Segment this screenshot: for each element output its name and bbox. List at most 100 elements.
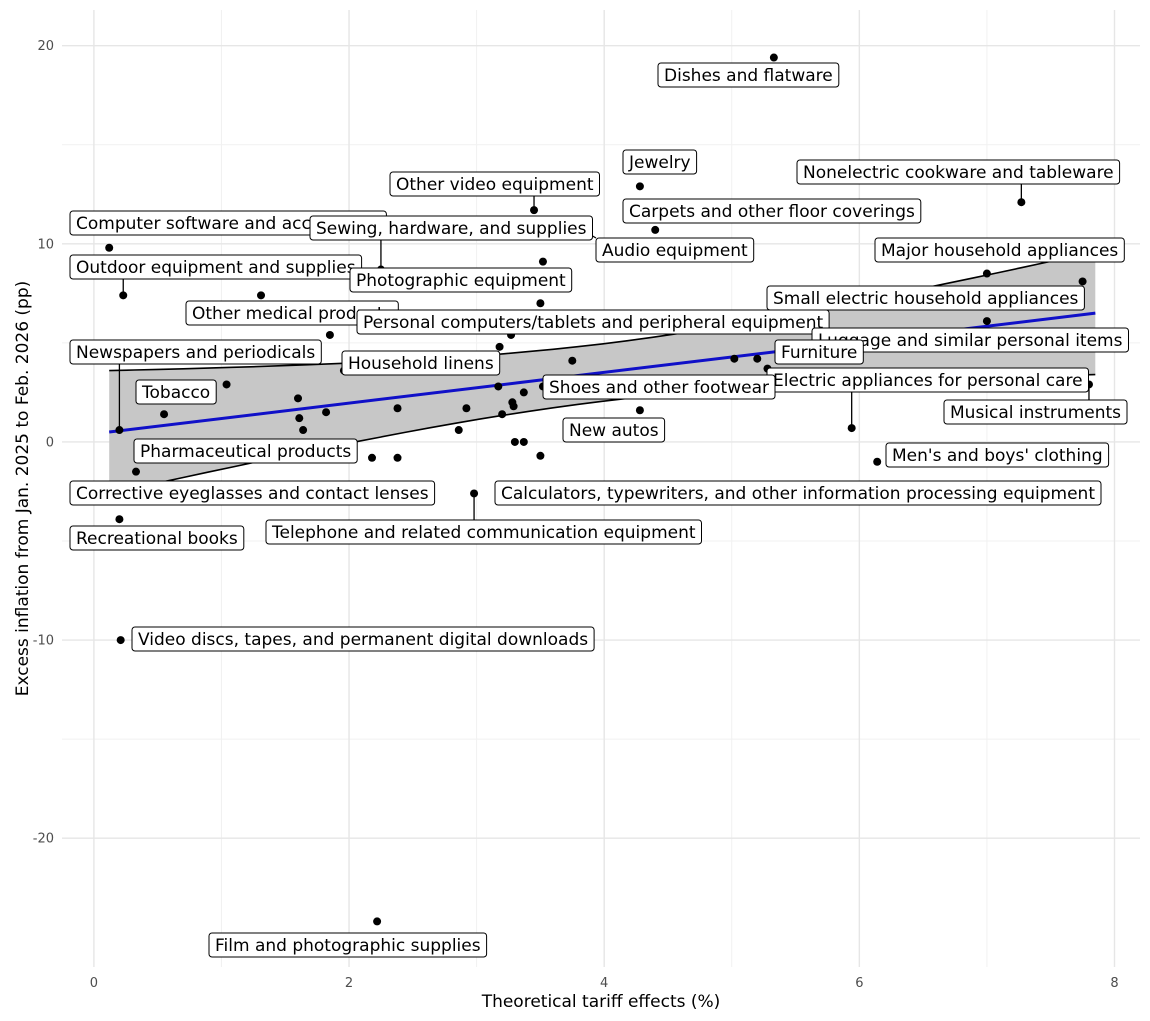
label-text: Sewing, hardware, and supplies <box>316 219 587 239</box>
data-point <box>105 243 114 252</box>
label-box <box>542 374 776 400</box>
point-label: Major household appliances <box>874 237 1125 263</box>
y-tick-label: 20 <box>37 39 54 54</box>
data-point <box>730 354 739 363</box>
data-point <box>115 515 124 524</box>
x-tick-label: 2 <box>345 976 353 991</box>
label-text: Luggage and similar personal items <box>818 331 1123 351</box>
data-point <box>160 410 169 419</box>
point-label: Sewing, hardware, and supplies <box>309 215 593 241</box>
label-box <box>265 519 702 545</box>
point-label: Audio equipment <box>595 237 755 263</box>
data-point <box>651 225 660 234</box>
label-text: Men's and boys' clothing <box>892 446 1103 466</box>
data-point <box>635 182 644 191</box>
label-text: Video discs, tapes, and permanent digita… <box>138 630 588 650</box>
y-tick-label: -10 <box>33 634 54 649</box>
label-text: Computer software and accessories <box>76 214 381 234</box>
point-label: Photographic equipment <box>349 267 573 293</box>
point-label: New autos <box>562 417 666 443</box>
label-box <box>133 438 358 464</box>
data-point <box>519 388 528 397</box>
data-point <box>769 53 778 62</box>
data-point <box>494 382 503 391</box>
point-label: Shoes and other footwear <box>542 374 776 400</box>
data-point <box>462 404 471 413</box>
point-label: Other medical products <box>185 300 399 326</box>
label-box <box>69 480 436 506</box>
label-text: Personal computers/tablets and periphera… <box>363 313 823 333</box>
label-text: Film and photographic supplies <box>215 936 481 956</box>
data-point <box>519 437 528 446</box>
label-text: Corrective eyeglasses and contact lenses <box>76 484 429 504</box>
label-text: Carpets and other floor coverings <box>629 202 915 222</box>
data-point <box>115 426 124 435</box>
data-point <box>873 457 882 466</box>
label-box <box>562 417 666 443</box>
point-label: Corrective eyeglasses and contact lenses <box>69 480 436 506</box>
label-leaders <box>118 184 1090 520</box>
point-label: Pharmaceutical products <box>133 438 358 464</box>
label-box <box>69 525 245 551</box>
data-point <box>498 410 507 419</box>
point-label: Nonelectric cookware and tableware <box>796 159 1121 185</box>
label-box <box>69 339 322 365</box>
data-point <box>568 356 577 365</box>
data-point <box>373 917 382 926</box>
label-text: Telephone and related communication equi… <box>271 523 696 543</box>
data-point <box>116 636 125 645</box>
label-box <box>622 198 922 224</box>
label-box <box>766 285 1085 311</box>
data-point <box>538 257 547 266</box>
label-box <box>349 267 573 293</box>
label-text: Outdoor equipment and supplies <box>76 258 356 278</box>
point-label: Musical instruments <box>943 399 1128 425</box>
label-text: Audio equipment <box>602 241 748 261</box>
data-point <box>299 426 308 435</box>
label-text: Electric appliances for personal care <box>773 371 1083 391</box>
x-axis-title: Theoretical tariff effects (%) <box>481 992 721 1012</box>
label-box <box>494 480 1102 506</box>
label-box <box>796 159 1121 185</box>
point-label: Outdoor equipment and supplies <box>69 254 363 280</box>
label-text: Major household appliances <box>881 241 1118 261</box>
point-label: Electric appliances for personal care <box>766 367 1089 393</box>
data-point <box>509 402 518 411</box>
label-text: Household linens <box>348 354 494 374</box>
data-point <box>982 317 991 326</box>
label-text: Dishes and flatware <box>664 66 833 86</box>
data-point <box>222 380 231 389</box>
label-text: Tobacco <box>141 383 210 403</box>
x-tick-label: 6 <box>855 976 863 991</box>
y-tick-label: 10 <box>37 237 54 252</box>
point-label: Jewelry <box>622 149 698 175</box>
x-tick-label: 4 <box>600 976 608 991</box>
label-box <box>622 149 698 175</box>
y-tick-label: -20 <box>33 832 54 847</box>
label-text: Small electric household appliances <box>773 289 1079 309</box>
label-box <box>885 442 1110 468</box>
data-point <box>257 291 266 300</box>
label-text: Recreational books <box>76 529 238 549</box>
label-box <box>131 626 595 652</box>
label-text: Other video equipment <box>396 175 594 195</box>
y-tick-label: 0 <box>46 435 54 450</box>
label-box <box>943 399 1128 425</box>
point-label: Newspapers and periodicals <box>69 339 322 365</box>
label-text: Nonelectric cookware and tableware <box>803 163 1114 183</box>
label-box <box>389 171 600 197</box>
label-text: Musical instruments <box>950 403 1121 423</box>
label-text: Pharmaceutical products <box>140 442 351 462</box>
data-point <box>536 451 545 460</box>
point-label: Dishes and flatware <box>657 62 840 88</box>
label-text: Shoes and other footwear <box>549 378 769 398</box>
label-box <box>341 350 501 376</box>
label-box <box>208 932 488 958</box>
label-box <box>309 215 593 241</box>
label-text: Jewelry <box>628 153 691 173</box>
label-text: Other medical products <box>192 304 392 324</box>
point-label: Video discs, tapes, and permanent digita… <box>131 626 595 652</box>
point-label: Tobacco <box>135 379 217 405</box>
point-label: Household linens <box>341 350 501 376</box>
data-point <box>295 414 304 423</box>
